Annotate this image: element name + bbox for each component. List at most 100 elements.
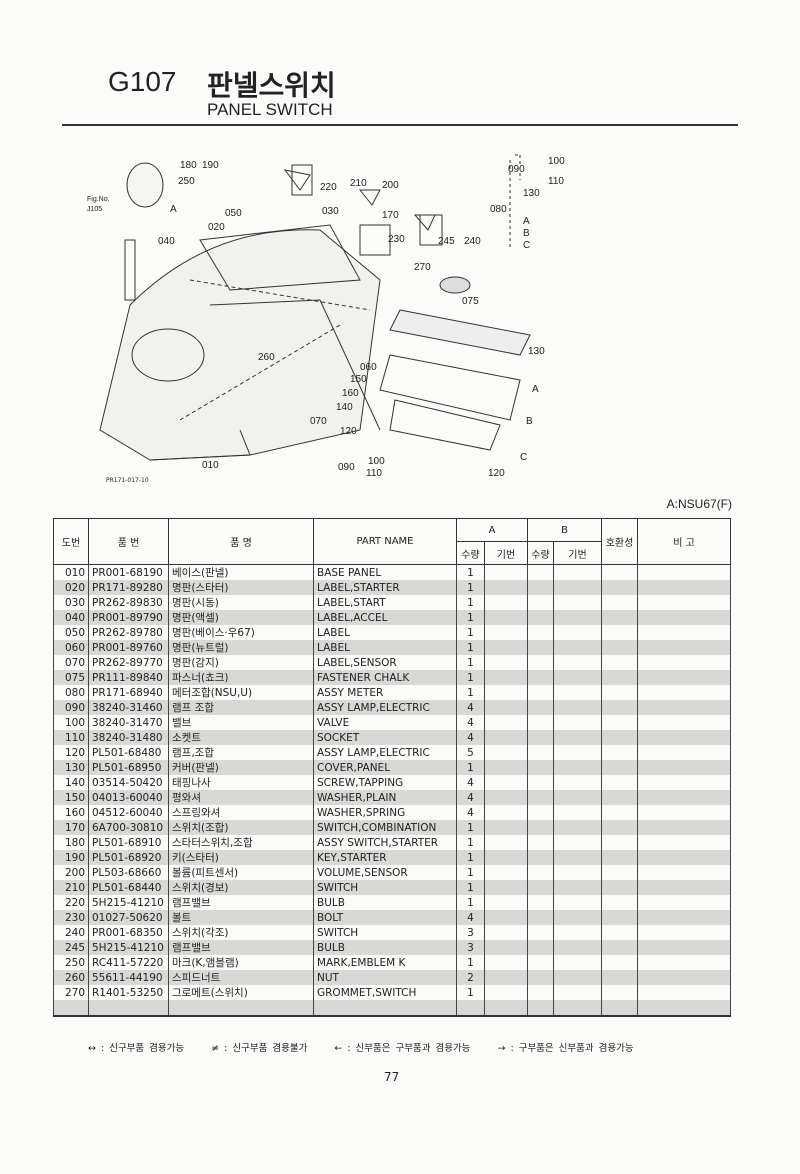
callout-label: Fig.No. xyxy=(87,196,110,203)
remarks-cell xyxy=(637,595,731,610)
part-number-cell: PR001-89760 xyxy=(88,640,169,655)
a-qty-cell: 1 xyxy=(456,880,485,895)
name-korean-cell: 스프링와셔 xyxy=(168,805,314,820)
a-qty-cell: 2 xyxy=(456,970,485,985)
b-qty-cell xyxy=(527,715,554,730)
callout-label: J105 xyxy=(87,206,103,213)
part-name-cell: WASHER,PLAIN xyxy=(313,790,457,805)
callout-label: 150 xyxy=(350,374,367,385)
a-qty-cell: 4 xyxy=(456,790,485,805)
a-qty-cell: 1 xyxy=(456,640,485,655)
a-qty-cell: 4 xyxy=(456,700,485,715)
a-serial-cell xyxy=(484,625,528,640)
ref-no-cell: 040 xyxy=(53,610,89,625)
a-qty-cell: 1 xyxy=(456,610,485,625)
callout-label: 200 xyxy=(382,180,399,191)
a-qty-cell: 4 xyxy=(456,730,485,745)
callout-label: 170 xyxy=(382,210,399,221)
callout-label: 210 xyxy=(350,178,367,189)
legend-item: → : 구부품은 신부품과 겸용가능 xyxy=(497,1043,634,1054)
callout-label: A xyxy=(532,384,539,395)
legend-item: ← : 신부품은 구부품과 겸용가능 xyxy=(334,1043,471,1054)
callout-label: 050 xyxy=(225,208,242,219)
b-qty-cell xyxy=(527,880,554,895)
a-serial-cell xyxy=(484,730,528,745)
b-serial-cell xyxy=(553,625,602,640)
part-number-cell: 38240-31460 xyxy=(88,700,169,715)
compatibility-cell xyxy=(601,745,638,760)
a-qty-cell: 1 xyxy=(456,895,485,910)
b-serial-cell xyxy=(553,865,602,880)
callout-label: 100 xyxy=(548,156,565,167)
ref-no-cell: 030 xyxy=(53,595,89,610)
b-serial-cell xyxy=(553,580,602,595)
b-qty-cell xyxy=(527,895,554,910)
b-qty-cell xyxy=(527,730,554,745)
part-name-cell: VALVE xyxy=(313,715,457,730)
compatibility-legend: ↔ : 신구부품 겸용가능 ≠ : 신구부품 겸용불가 ← : 신부품은 구부품… xyxy=(88,1040,656,1054)
callout-label: 100 xyxy=(368,456,385,467)
part-number-cell xyxy=(88,1000,169,1017)
b-serial-cell xyxy=(553,895,602,910)
ref-no-cell: 070 xyxy=(53,655,89,670)
a-serial-cell xyxy=(484,790,528,805)
part-name-cell: LABEL,ACCEL xyxy=(313,610,457,625)
callout-label: 180 xyxy=(180,160,197,171)
part-number-cell: 03514-50420 xyxy=(88,775,169,790)
header-b-serial: 기번 xyxy=(553,541,602,565)
b-qty-cell xyxy=(527,595,554,610)
a-serial-cell xyxy=(484,715,528,730)
a-serial-cell xyxy=(484,700,528,715)
page-number: 77 xyxy=(384,1070,400,1084)
a-qty-cell: 1 xyxy=(456,820,485,835)
header-part-no: 품 번 xyxy=(88,518,169,565)
title-korean: 판넬스위치 xyxy=(207,69,336,102)
b-qty-cell xyxy=(527,985,554,1000)
remarks-cell xyxy=(637,820,731,835)
name-korean-cell: 명판(액셀) xyxy=(168,610,314,625)
callout-label: 260 xyxy=(258,352,275,363)
compatibility-cell xyxy=(601,835,638,850)
name-korean-cell: 파스너(쵸크) xyxy=(168,670,314,685)
b-serial-cell xyxy=(553,610,602,625)
part-name-cell: BASE PANEL xyxy=(313,564,457,580)
name-korean-cell: 스위치(조합) xyxy=(168,820,314,835)
a-serial-cell xyxy=(484,595,528,610)
remarks-cell xyxy=(637,715,731,730)
a-serial-cell xyxy=(484,685,528,700)
table-row xyxy=(53,1000,731,1017)
a-qty-cell: 1 xyxy=(456,595,485,610)
part-number-cell: PL501-68950 xyxy=(88,760,169,775)
part-name-cell: VOLUME,SENSOR xyxy=(313,865,457,880)
header-a-serial: 기번 xyxy=(484,541,528,565)
compatibility-cell xyxy=(601,865,638,880)
callout-label: 250 xyxy=(178,176,195,187)
callout-label: B xyxy=(523,228,530,239)
a-qty-cell: 1 xyxy=(456,670,485,685)
a-serial-cell xyxy=(484,655,528,670)
b-serial-cell xyxy=(553,955,602,970)
callout-label: 075 xyxy=(462,296,479,307)
part-number-cell: 6A700-30810 xyxy=(88,820,169,835)
part-number-cell: PR001-68190 xyxy=(88,564,169,580)
a-serial-cell xyxy=(484,564,528,580)
a-serial-cell xyxy=(484,745,528,760)
remarks-cell xyxy=(637,970,731,985)
variant-note: A:NSU67(F) xyxy=(666,497,732,511)
callout-label: A xyxy=(170,204,177,215)
compatibility-cell xyxy=(601,670,638,685)
part-name-cell: SWITCH xyxy=(313,925,457,940)
a-qty-cell: 1 xyxy=(456,835,485,850)
name-korean-cell: 볼트 xyxy=(168,910,314,925)
a-serial-cell xyxy=(484,640,528,655)
a-serial-cell xyxy=(484,895,528,910)
b-serial-cell xyxy=(553,910,602,925)
